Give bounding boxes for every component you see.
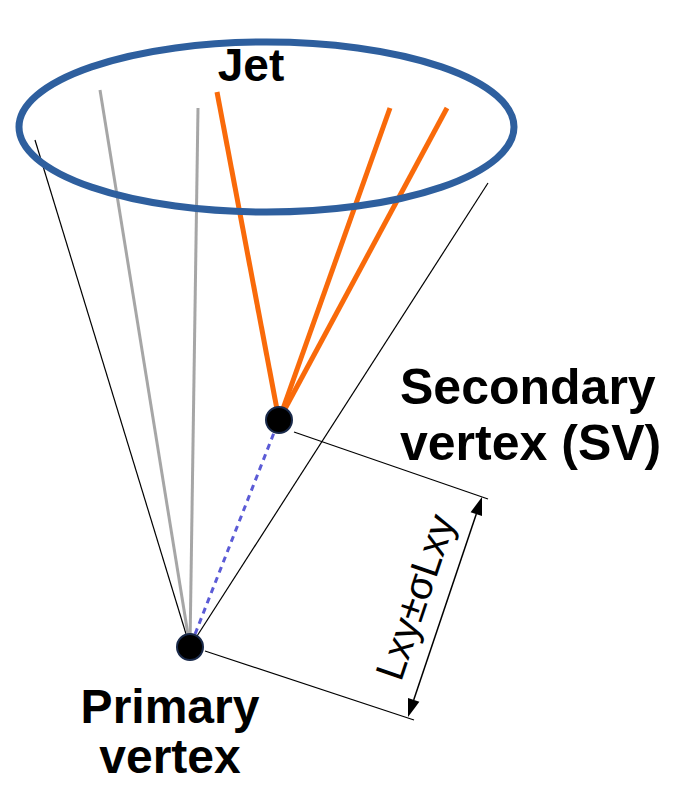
node-label: Secondary vertex (SV)	[400, 359, 672, 471]
primary-vertex-dot: Primary vertex	[176, 633, 204, 661]
vertex-displacement	[195, 433, 274, 634]
dimension-label: Lxy±σLxy	[368, 509, 460, 684]
node-label: Primary vertex	[55, 682, 285, 782]
cone-line	[35, 140, 190, 647]
arrowhead	[408, 698, 419, 717]
displaced-track	[217, 92, 279, 420]
displaced-track	[279, 108, 390, 420]
track	[190, 108, 198, 647]
jet-cone-ellipse: Jet	[15, 38, 518, 216]
secondary-vertex-dot: Secondary vertex (SV)	[265, 406, 293, 434]
ellipse-outline	[19, 42, 514, 212]
node-label: Jet	[218, 42, 284, 88]
track	[100, 90, 190, 647]
arrowhead	[471, 497, 482, 516]
